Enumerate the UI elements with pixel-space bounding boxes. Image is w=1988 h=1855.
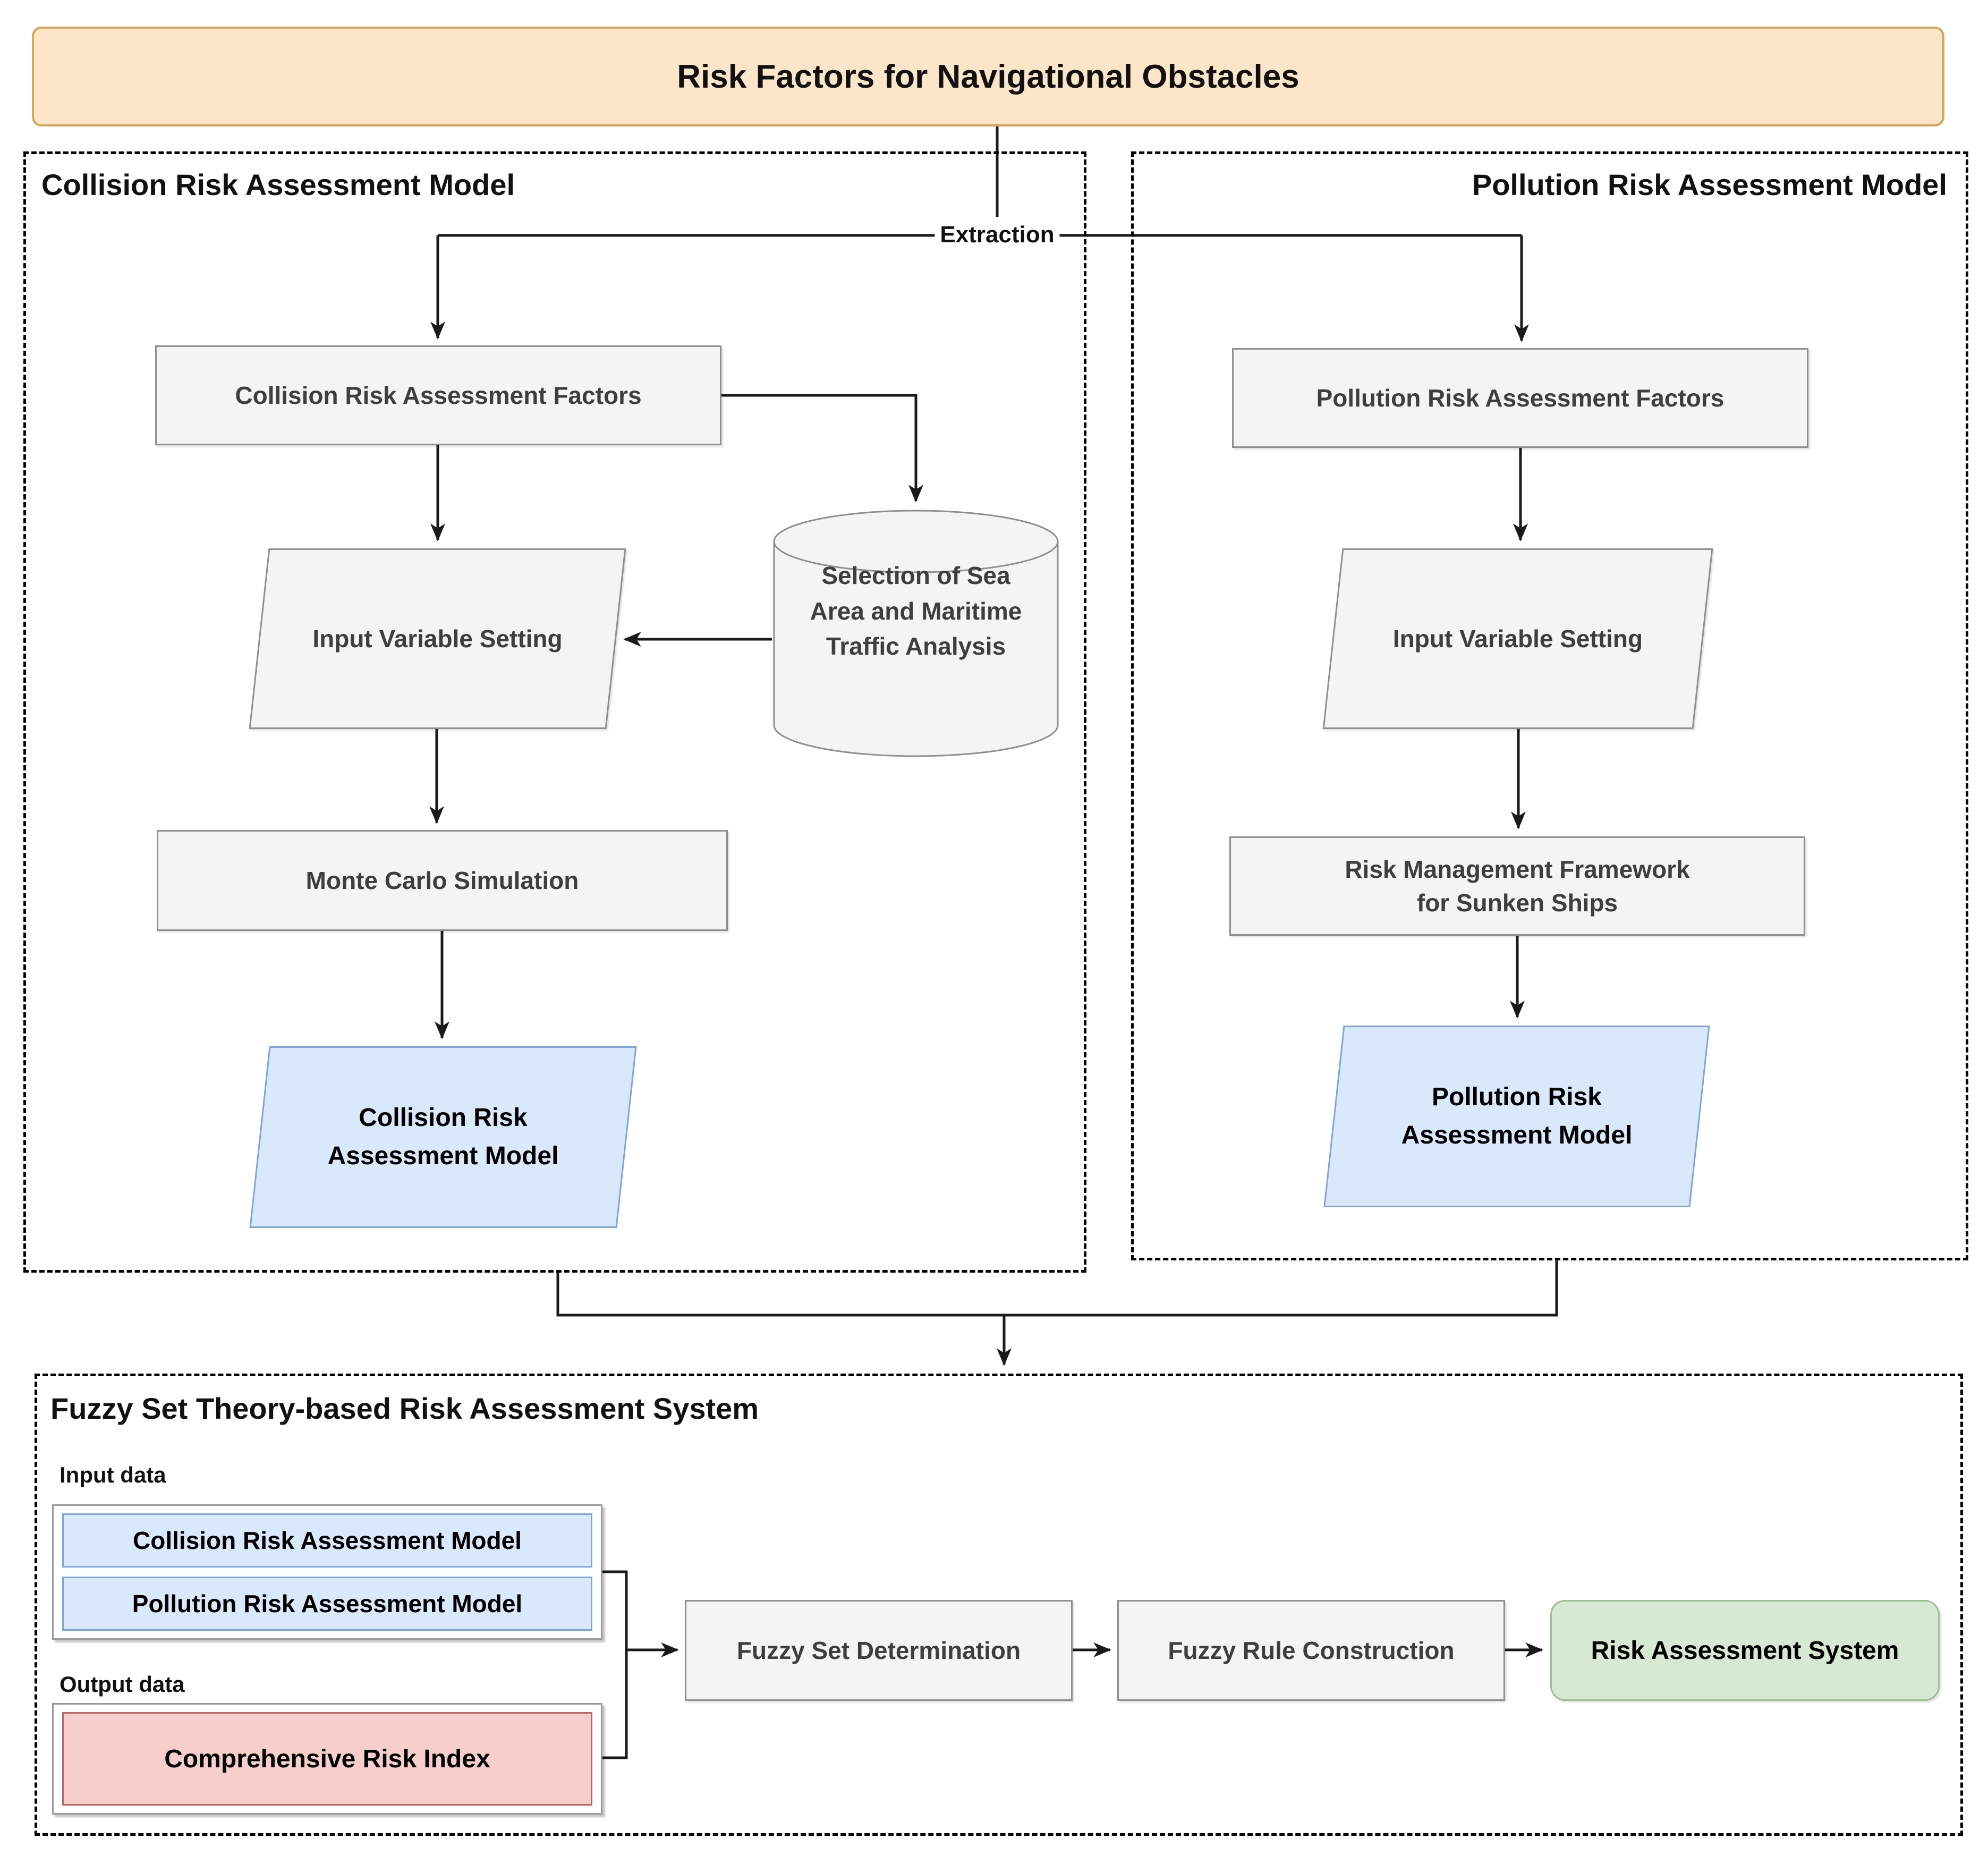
cylinder-sea-area-selection [773,510,1059,757]
node-fuzzy-set-determination: Fuzzy Set Determination [685,1600,1073,1701]
node-pollution-factors: Pollution Risk Assessment Factors [1232,348,1808,448]
output-item-comprehensive-risk-index: Comprehensive Risk Index [62,1712,592,1806]
node-pollution-model: Pollution Risk Assessment Model [1323,1026,1710,1207]
node-collision-model: Collision Risk Assessment Model [249,1046,637,1228]
node-risk-assessment-system: Risk Assessment System [1550,1600,1940,1701]
fuzzy-panel [35,1374,1963,1836]
node-input-variable-setting-collision: Input Variable Setting [249,548,626,729]
node-monte-carlo: Monte Carlo Simulation [157,830,728,931]
pollution-panel [1131,151,1968,1260]
banner-title: Risk Factors for Navigational Obstacles [677,58,1299,95]
node-fuzzy-rule-construction: Fuzzy Rule Construction [1117,1600,1505,1701]
input-data-label: Input data [60,1462,166,1487]
input-data-container: Collision Risk Assessment Model Pollutio… [52,1504,602,1640]
input-item-collision-model: Collision Risk Assessment Model [62,1513,592,1568]
pollution-panel-title: Pollution Risk Assessment Model [1472,168,1947,201]
node-input-variable-setting-pollution: Input Variable Setting [1322,548,1713,729]
output-data-container: Comprehensive Risk Index [52,1703,602,1815]
cylinder-label: Selection of Sea Area and Maritime Traff… [810,562,1022,660]
extraction-label: Extraction [934,220,1060,249]
node-collision-factors: Collision Risk Assessment Factors [155,345,721,445]
output-data-label: Output data [60,1672,185,1697]
node-risk-management-framework: Risk Management Framework for Sunken Shi… [1229,836,1805,936]
fuzzy-panel-title: Fuzzy Set Theory-based Risk Assessment S… [50,1392,759,1425]
collision-panel-title: Collision Risk Assessment Model [41,168,515,201]
banner-risk-factors: Risk Factors for Navigational Obstacles [32,27,1944,126]
input-item-pollution-model: Pollution Risk Assessment Model [62,1577,592,1631]
collision-panel [23,151,1086,1273]
